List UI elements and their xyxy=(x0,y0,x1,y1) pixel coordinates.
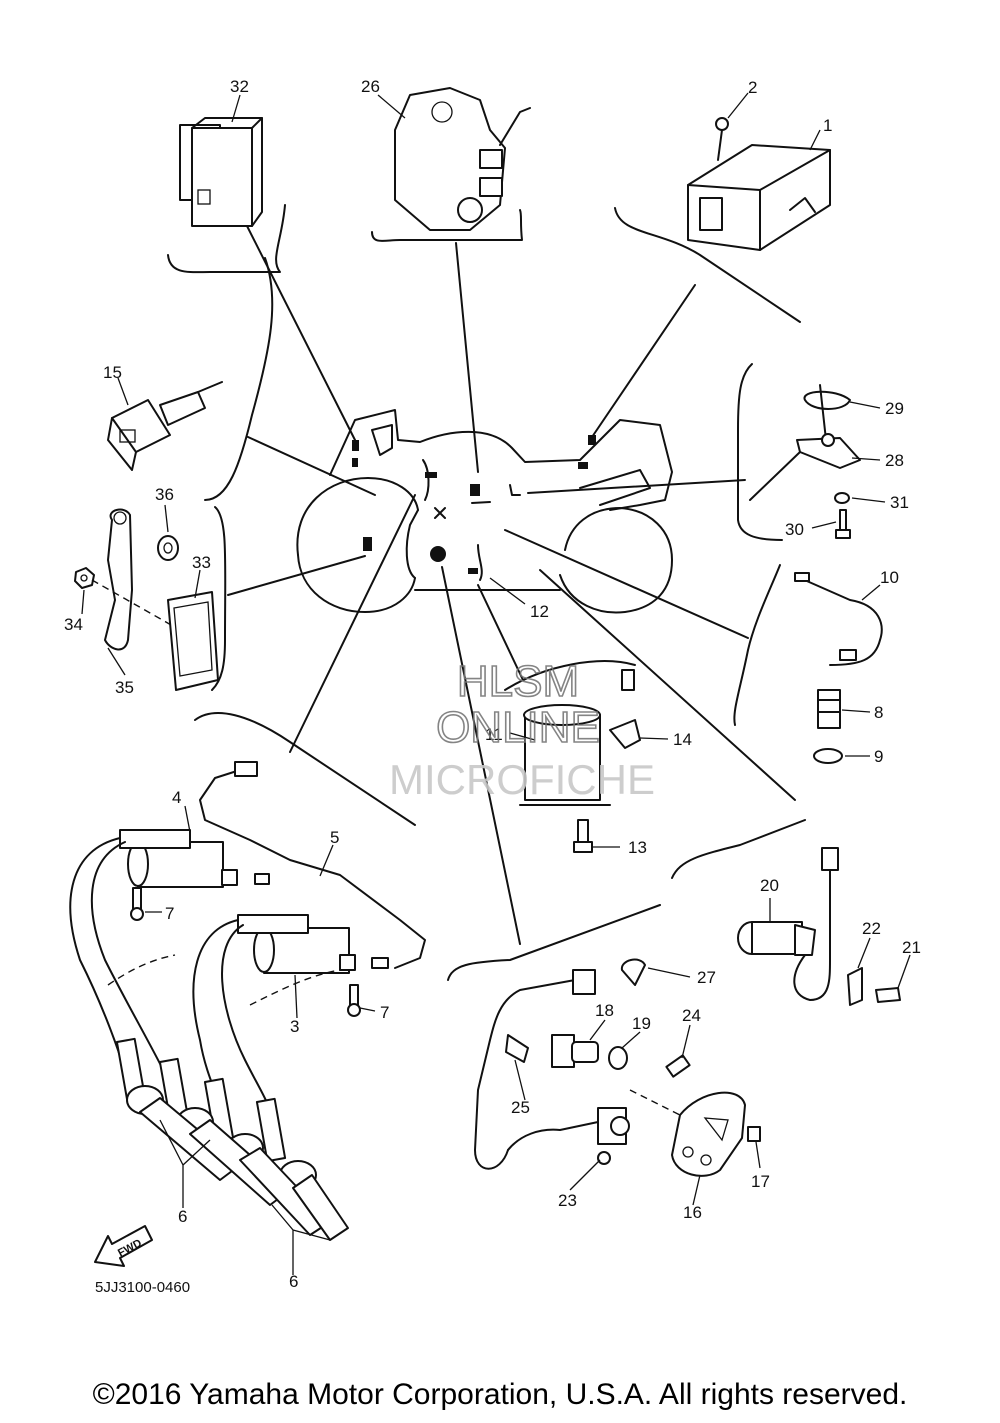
washer-part-36 xyxy=(157,535,179,561)
watermark-line-2: ONLINE xyxy=(436,703,600,752)
terminal-part-27 xyxy=(620,958,646,986)
bolt-part-13 xyxy=(573,819,593,853)
callout-27: 27 xyxy=(697,968,716,987)
watermark: HLSM ONLINE MICROFICHE xyxy=(389,656,655,803)
callout-19: 19 xyxy=(632,1014,651,1033)
callout-10: 10 xyxy=(880,568,899,587)
callout-15: 15 xyxy=(103,363,122,382)
callout-13: 13 xyxy=(628,838,647,857)
callout-17: 17 xyxy=(751,1172,770,1191)
callout-1: 1 xyxy=(823,116,832,135)
bolt-part-18 xyxy=(551,1034,599,1068)
plug-leads-part-6 xyxy=(69,837,349,1241)
relay-part-32 xyxy=(179,117,263,227)
switch-part-26 xyxy=(394,87,531,231)
sender-part-8 xyxy=(817,689,841,729)
terminal-part-14 xyxy=(609,719,641,749)
callout-7b: 7 xyxy=(380,1003,389,1022)
callout-3: 3 xyxy=(290,1017,299,1036)
callout-23: 23 xyxy=(558,1191,577,1210)
callout-32: 32 xyxy=(230,77,249,96)
watermark-line-3: MICROFICHE xyxy=(389,756,655,803)
copyright-text: ©2016 Yamaha Motor Corporation, U.S.A. A… xyxy=(93,1378,908,1411)
diagram-code: 5JJ3100-0460 xyxy=(95,1279,190,1296)
watermark-line-1: HLSM xyxy=(457,657,579,706)
fwd-arrow-icon: FWD xyxy=(94,1225,153,1267)
harness-part-5 xyxy=(199,761,426,969)
bracket-part-35 xyxy=(104,508,133,651)
leader-lines xyxy=(227,221,796,945)
callout-numbers: 1 2 3 4 5 6 6 7 7 8 9 10 11 12 13 14 15 … xyxy=(64,77,921,1291)
callout-28: 28 xyxy=(885,451,904,470)
callout-4: 4 xyxy=(172,788,181,807)
fuel-pump-part-11 xyxy=(519,704,611,806)
callout-22: 22 xyxy=(862,919,881,938)
callout-34: 34 xyxy=(64,615,83,634)
callout-5: 5 xyxy=(330,828,339,847)
group-brackets xyxy=(167,204,806,981)
harness-part-25 xyxy=(474,969,596,1170)
sensor-part-20 xyxy=(737,847,839,1001)
sensor-part-23 xyxy=(507,1107,630,1165)
callout-20: 20 xyxy=(760,876,779,895)
coil-part-3 xyxy=(237,914,356,974)
callout-33: 33 xyxy=(192,553,211,572)
ecu-part-1 xyxy=(687,144,831,251)
callout-25: 25 xyxy=(511,1098,530,1117)
bracket-part-12 xyxy=(504,660,636,691)
callout-12: 12 xyxy=(530,602,549,621)
switch-part-28 xyxy=(749,433,861,501)
callout-36: 36 xyxy=(155,485,174,504)
motorcycle-outline xyxy=(296,409,673,614)
screw-part-17 xyxy=(747,1126,761,1142)
callout-11: 11 xyxy=(485,725,503,744)
sensor-part-15 xyxy=(107,381,223,471)
callout-7a: 7 xyxy=(165,904,174,923)
washer-part-19 xyxy=(608,1046,628,1070)
callout-24: 24 xyxy=(682,1006,701,1025)
plate-part-16 xyxy=(671,1091,746,1177)
callout-18: 18 xyxy=(595,1001,614,1020)
callout-8: 8 xyxy=(874,703,883,722)
bolt-part-7b xyxy=(347,984,361,1017)
screw-part-24 xyxy=(665,1054,691,1078)
callout-31: 31 xyxy=(890,493,909,512)
gasket-part-9 xyxy=(813,748,843,764)
callout-leaders xyxy=(81,92,911,1275)
clamp-part-22 xyxy=(847,967,863,1006)
coil-part-4 xyxy=(119,829,238,888)
callout-2: 2 xyxy=(748,78,757,97)
callout-14: 14 xyxy=(673,730,692,749)
callout-6a: 6 xyxy=(178,1207,187,1226)
nut-part-34 xyxy=(74,567,95,589)
callout-29: 29 xyxy=(885,399,904,418)
pad-part-33 xyxy=(167,591,219,691)
cap-part-29 xyxy=(803,384,851,441)
callout-30: 30 xyxy=(785,520,804,539)
callout-6b: 6 xyxy=(289,1272,298,1291)
bolt-part-7a xyxy=(130,887,144,921)
callout-21: 21 xyxy=(902,938,921,957)
callout-26: 26 xyxy=(361,77,380,96)
washer-part-31 xyxy=(834,492,850,504)
bolt-part-30 xyxy=(835,509,851,539)
screw-part-2 xyxy=(715,117,729,161)
callout-16: 16 xyxy=(683,1203,702,1222)
bolt-part-21 xyxy=(875,987,901,1003)
callout-9: 9 xyxy=(874,747,883,766)
lead-part-10 xyxy=(794,572,883,666)
callout-35: 35 xyxy=(115,678,134,697)
